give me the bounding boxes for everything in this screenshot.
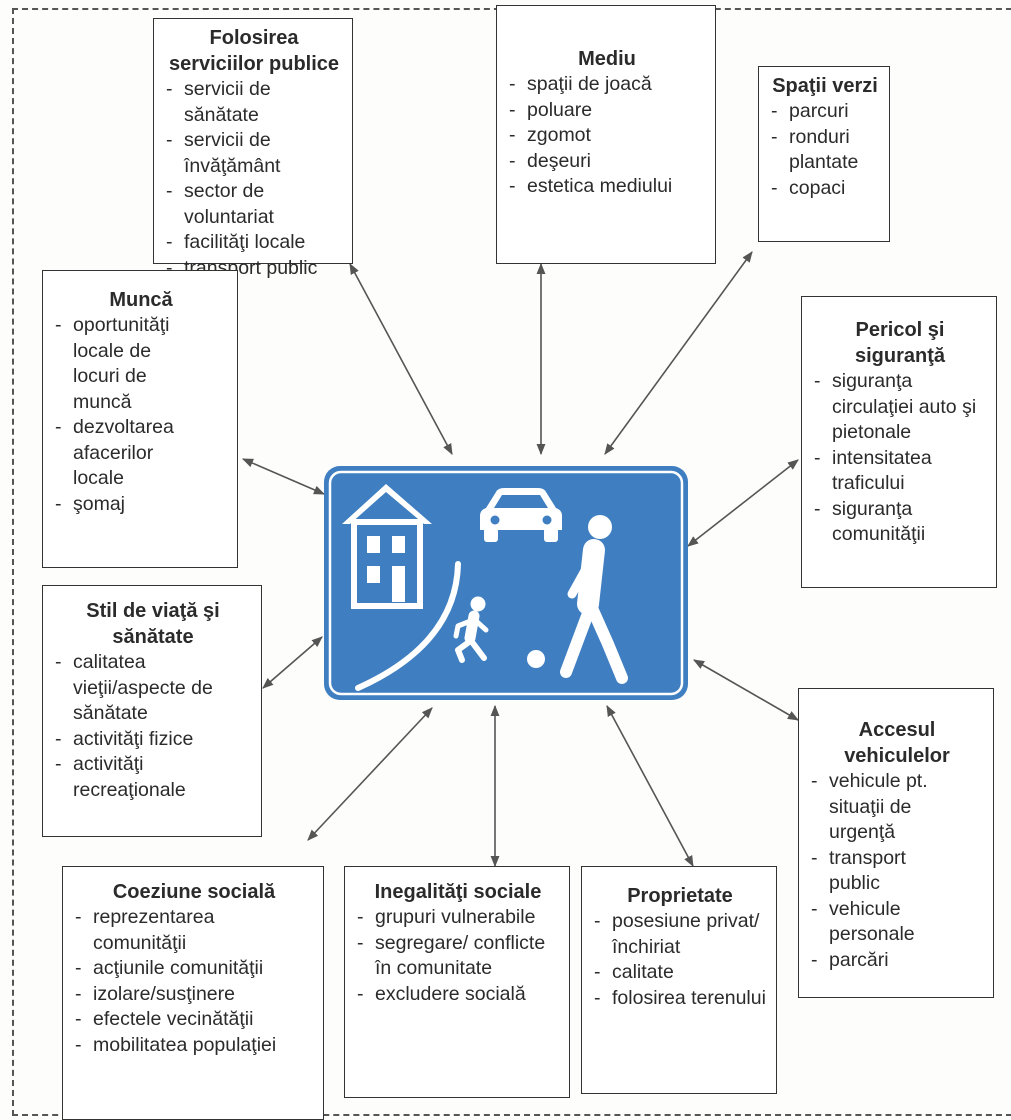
arrow-servicii: [349, 263, 453, 455]
box-title: Stil de viaţă şi sănătate: [86, 600, 220, 648]
box-title: Mediu: [578, 48, 636, 70]
list-item: poluare: [507, 98, 707, 124]
list-item: servicii de sănătate: [164, 77, 344, 128]
list-item: activităţi fizice: [53, 727, 253, 753]
list-item: ronduri plantate: [769, 125, 881, 176]
list-item: reprezentarea comunităţii: [73, 905, 303, 956]
list-item: segregare/ conflicte în comunitate: [355, 931, 555, 982]
box-title: Folosirea serviciilor publice: [168, 27, 340, 75]
list-item: parcări: [809, 948, 959, 974]
list-item: activităţi recreaţionale: [53, 752, 253, 803]
list-item: calitatea vieţii/aspecte de sănătate: [53, 650, 253, 727]
list-item: oportunităţi locale de locuri de muncă: [53, 313, 193, 415]
box-servicii-publice: Folosirea serviciilor publice servicii d…: [153, 18, 353, 281]
box-title: Spaţii verzi: [772, 75, 878, 97]
list-item: acţiunile comunităţii: [73, 956, 303, 982]
list-item: folosirea terenului: [592, 986, 768, 1012]
list-item: şomaj: [53, 492, 193, 518]
box-title: Pericol şi siguranţă: [854, 319, 946, 367]
box-title: Coeziune socială: [112, 881, 276, 903]
box-proprietate: Proprietate posesiune privat/închiriat c…: [581, 866, 777, 1094]
list-item: excludere socială: [355, 982, 555, 1008]
box-pericol-siguranta: Pericol şi siguranţă siguranţa circulaţi…: [801, 296, 997, 588]
list-item: siguranţa circulaţiei auto şi pietonale: [812, 369, 977, 446]
arrow-spatii-verzi: [604, 251, 753, 455]
arrow-stil: [262, 636, 323, 689]
box-title: Muncă: [109, 289, 173, 311]
arrow-proprietate: [606, 705, 694, 867]
list-item: siguranţa comunităţii: [812, 497, 977, 548]
list-item: zgomot: [507, 123, 707, 149]
list-item: izolare/susţinere: [73, 982, 303, 1008]
list-item: spaţii de joacă: [507, 72, 707, 98]
box-coeziune-sociala: Coeziune socială reprezentarea comunităţ…: [62, 866, 324, 1120]
arrow-acces: [693, 659, 799, 721]
box-title: Proprietate: [627, 885, 733, 907]
car-icon: [480, 488, 562, 542]
box-mediu: Mediu spaţii de joacă poluare zgomot deş…: [496, 5, 716, 264]
box-stil-viata: Stil de viaţă şi sănătate calitatea vieţ…: [42, 585, 262, 837]
list-item: sector de voluntariat: [164, 179, 344, 230]
list-item: vehicule pt. situaţii de urgenţă: [809, 769, 959, 846]
adult-pedestrian-icon: [560, 515, 628, 684]
box-title: Inegalităţi sociale: [374, 881, 542, 903]
list-item: posesiune privat/închiriat: [592, 909, 768, 960]
list-item: vehicule personale: [809, 897, 959, 948]
ball-icon: [527, 650, 545, 668]
box-title: Accesul vehiculelor: [844, 719, 950, 767]
list-item: deşeuri: [507, 149, 707, 175]
box-acces-vehicule: Accesul vehiculelor vehicule pt. situaţi…: [798, 688, 994, 998]
list-item: efectele vecinătăţii: [73, 1007, 303, 1033]
child-runner-icon: [453, 596, 489, 663]
list-item: estetica mediului: [507, 174, 707, 200]
list-item: grupuri vulnerabile: [355, 905, 555, 931]
list-item: facilităţi locale: [164, 230, 344, 256]
box-spatii-verzi: Spaţii verzi parcuri ronduri plantate co…: [758, 66, 890, 242]
arrow-coeziune: [307, 707, 433, 841]
list-item: copaci: [769, 176, 881, 202]
play-street-sign-icon: [324, 466, 688, 700]
house-icon: [342, 484, 432, 609]
arrow-munca: [241, 458, 326, 495]
list-item: calitate: [592, 960, 768, 986]
list-item: transport public: [809, 846, 959, 897]
list-item: dezvoltarea afacerilor locale: [53, 415, 193, 492]
list-item: parcuri: [769, 99, 881, 125]
box-inegalitati-sociale: Inegalităţi sociale grupuri vulnerabile …: [344, 866, 570, 1098]
list-item: mobilitatea populaţiei: [73, 1033, 303, 1059]
arrow-pericol: [687, 459, 799, 547]
box-munca: Muncă oportunităţi locale de locuri de m…: [42, 270, 238, 568]
list-item: intensitatea traficului: [812, 446, 977, 497]
road-curve-icon: [355, 561, 461, 691]
list-item: servicii de învăţământ: [164, 128, 344, 179]
